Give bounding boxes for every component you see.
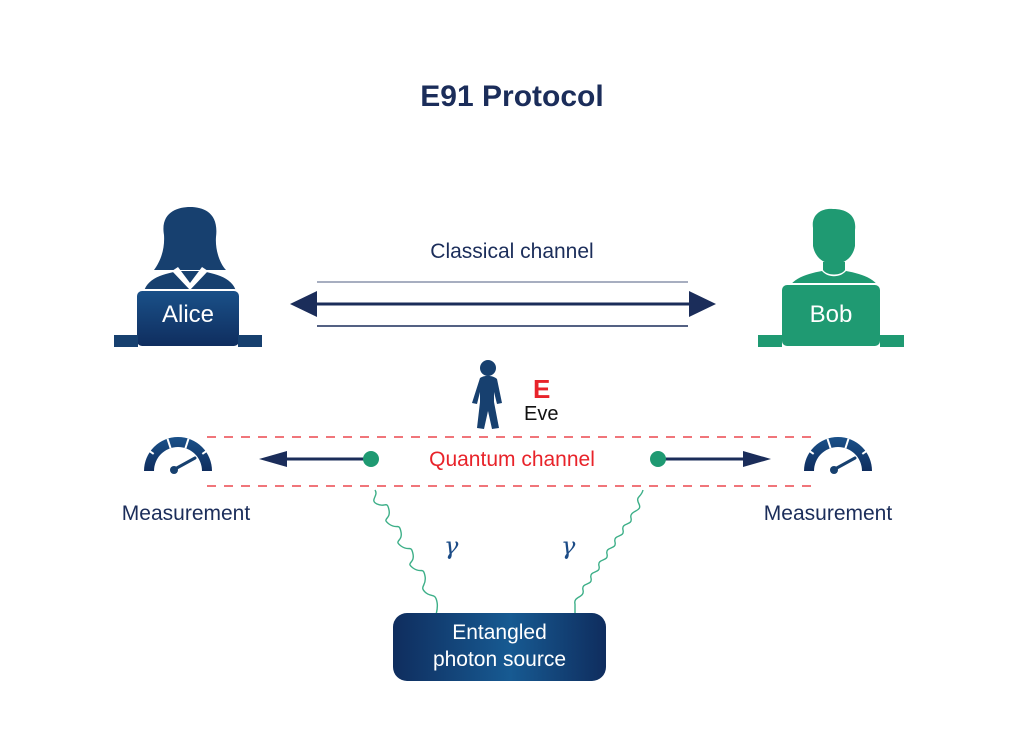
right-photon-arrow bbox=[650, 451, 771, 467]
right-photon-dot bbox=[650, 451, 666, 467]
alice-label: Alice bbox=[161, 301, 215, 328]
left-photon-arrow bbox=[259, 451, 379, 467]
quantum-channel-label: Quantum channel bbox=[429, 448, 595, 471]
entangled-photon-source: Entangled photon source bbox=[393, 613, 606, 681]
alice-icon bbox=[114, 207, 262, 348]
bob-label: Bob bbox=[809, 301, 853, 328]
diagram-title: E91 Protocol bbox=[420, 80, 604, 113]
left-photon-dot bbox=[363, 451, 379, 467]
source-line-2: photon source bbox=[432, 648, 567, 671]
eve-icon bbox=[472, 360, 502, 429]
right-photon-wave bbox=[574, 489, 644, 618]
left-measurement-label: Measurement bbox=[121, 502, 251, 525]
bob-icon bbox=[758, 208, 904, 348]
classical-channel-arrow bbox=[290, 281, 716, 327]
left-gamma-label: γ bbox=[444, 532, 459, 560]
classical-channel-label: Classical channel bbox=[430, 240, 594, 263]
left-photon-wave bbox=[373, 489, 440, 633]
right-measurement-gauge-icon bbox=[804, 437, 872, 474]
eve-letter: E bbox=[533, 374, 551, 404]
right-measurement-label: Measurement bbox=[763, 502, 893, 525]
eve-name: Eve bbox=[524, 403, 559, 425]
right-gamma-label: γ bbox=[561, 532, 576, 560]
source-line-1: Entangled bbox=[452, 621, 547, 644]
left-measurement-gauge-icon bbox=[144, 437, 212, 474]
